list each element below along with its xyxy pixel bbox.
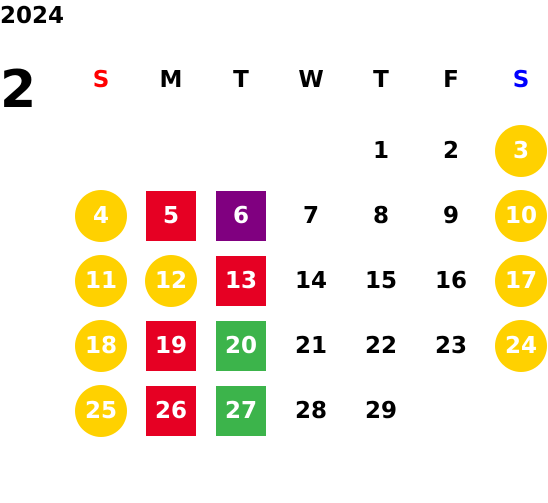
calendar-day-cell[interactable]: 29 <box>346 378 416 443</box>
day-number: 3 <box>495 124 547 177</box>
day-number: 11 <box>75 254 127 307</box>
day-number: 28 <box>294 397 327 424</box>
day-number: 5 <box>146 190 196 241</box>
calendar-day-cell[interactable]: 15 <box>346 248 416 313</box>
day-number: 19 <box>146 320 196 371</box>
weekday-tue: T <box>233 67 249 93</box>
calendar-day-cell[interactable]: 17 <box>486 248 548 313</box>
day-number: 14 <box>294 267 327 294</box>
calendar-day-cell[interactable]: 18 <box>66 313 136 378</box>
calendar-day-cell[interactable]: 24 <box>486 313 548 378</box>
calendar-day-cell[interactable]: 21 <box>276 313 346 378</box>
day-number: 7 <box>302 202 319 229</box>
day-number: 4 <box>75 189 127 242</box>
calendar-day-cell[interactable]: 20 <box>206 313 276 378</box>
day-number: 8 <box>372 202 389 229</box>
day-number: 18 <box>75 319 127 372</box>
calendar-month: 2 <box>0 60 37 120</box>
calendar-day-cell[interactable]: 14 <box>276 248 346 313</box>
weekday-sat: S <box>512 67 530 93</box>
day-number: 16 <box>434 267 467 294</box>
calendar-day-cell[interactable]: 16 <box>416 248 486 313</box>
day-number: 21 <box>294 332 327 359</box>
day-number: 6 <box>216 190 266 241</box>
calendar-day-cell[interactable]: 10 <box>486 183 548 248</box>
day-number: 22 <box>364 332 397 359</box>
calendar-day-cell[interactable]: 11 <box>66 248 136 313</box>
day-number: 24 <box>495 319 547 372</box>
calendar-day-cell[interactable]: 3 <box>486 118 548 183</box>
day-number: 27 <box>216 385 266 436</box>
weekday-thu: T <box>373 67 389 93</box>
calendar-day-cell[interactable]: 9 <box>416 183 486 248</box>
calendar-day-cell[interactable]: 1 <box>346 118 416 183</box>
calendar-day-cell[interactable]: 26 <box>136 378 206 443</box>
calendar-day-cell[interactable]: 4 <box>66 183 136 248</box>
day-number: 29 <box>364 397 397 424</box>
calendar-day-cell[interactable]: 25 <box>66 378 136 443</box>
weekday-mon: M <box>159 67 183 93</box>
calendar-day-cell[interactable]: 5 <box>136 183 206 248</box>
day-number: 13 <box>216 255 266 306</box>
day-number: 9 <box>442 202 459 229</box>
day-number: 12 <box>145 254 197 307</box>
day-number: 15 <box>364 267 397 294</box>
calendar-day-cell[interactable]: 27 <box>206 378 276 443</box>
calendar-day-cell[interactable]: 23 <box>416 313 486 378</box>
calendar-day-cell[interactable]: 13 <box>206 248 276 313</box>
calendar-day-cell[interactable]: 8 <box>346 183 416 248</box>
day-number: 17 <box>495 254 547 307</box>
calendar-day-cell[interactable]: 6 <box>206 183 276 248</box>
weekday-wed: W <box>298 67 324 93</box>
day-number: 20 <box>216 320 266 371</box>
calendar-day-cell[interactable]: 22 <box>346 313 416 378</box>
weekday-fri: F <box>443 67 459 93</box>
calendar-year: 2024 <box>0 3 65 29</box>
calendar-day-cell[interactable]: 19 <box>136 313 206 378</box>
day-number: 23 <box>434 332 467 359</box>
day-number: 2 <box>442 137 459 164</box>
day-number: 26 <box>146 385 196 436</box>
day-number: 1 <box>372 137 389 164</box>
calendar-day-cell[interactable]: 28 <box>276 378 346 443</box>
weekday-sun: S <box>92 67 110 93</box>
day-number: 25 <box>75 384 127 437</box>
calendar-day-cell[interactable]: 2 <box>416 118 486 183</box>
day-number: 10 <box>495 189 547 242</box>
calendar-day-cell[interactable]: 12 <box>136 248 206 313</box>
calendar-day-cell[interactable]: 7 <box>276 183 346 248</box>
